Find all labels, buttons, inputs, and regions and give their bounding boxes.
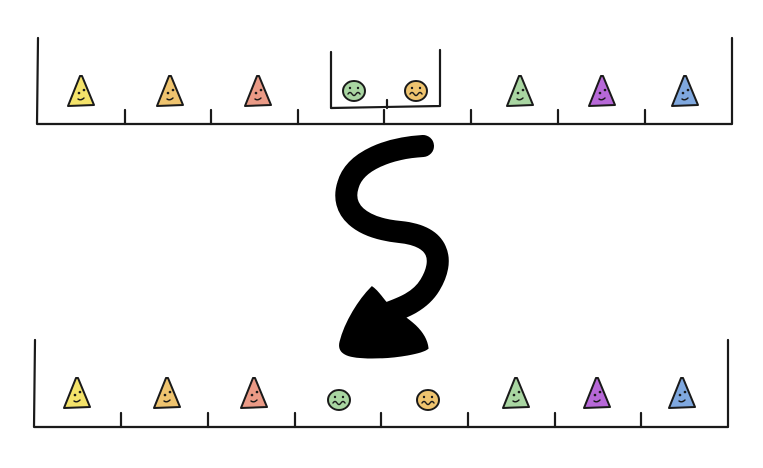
bottom-blue-triangle-icon (668, 377, 696, 409)
bottom-red-triangle-icon (240, 377, 268, 409)
lifted-slot-bracket (329, 48, 442, 110)
bottom-shelf (32, 338, 730, 429)
arrow-head (339, 286, 429, 359)
top-red-triangle-icon (244, 75, 272, 107)
top-green-triangle-icon (506, 75, 534, 107)
top-purple-triangle-icon (588, 75, 616, 107)
bottom-row-items (63, 377, 696, 411)
top-row-items (67, 75, 699, 107)
top-orange-triangle-icon (156, 75, 184, 107)
top-shelf (35, 36, 734, 126)
bottom-green-triangle-icon (502, 377, 530, 409)
top-orange-circle-icon (404, 80, 428, 102)
top-shelf-dividers (123, 108, 647, 126)
bottom-shelf-dividers (119, 411, 643, 429)
top-blue-triangle-icon (671, 75, 699, 107)
bottom-orange-triangle-icon (153, 377, 181, 409)
s-curve-arrow-icon (335, 135, 449, 359)
bottom-orange-circle-icon (416, 389, 440, 411)
bottom-green-circle-icon (327, 389, 351, 411)
bottom-yellow-triangle-icon (63, 377, 91, 409)
top-green-circle-icon (342, 80, 366, 102)
bottom-purple-triangle-icon (583, 377, 611, 409)
top-yellow-triangle-icon (67, 75, 95, 107)
